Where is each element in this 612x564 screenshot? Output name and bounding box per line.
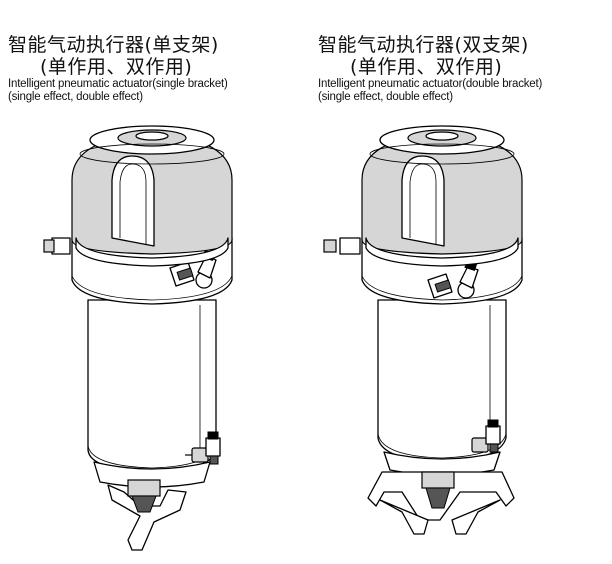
subtitle-zh: (单作用、双作用): [350, 56, 503, 78]
right-fittings: [427, 259, 479, 299]
housing-window: [401, 155, 445, 247]
subtitle-en: (single effect, double effect): [8, 91, 143, 103]
cylinder-body: [87, 299, 217, 473]
bottom-fitting: [471, 437, 489, 453]
housing-window: [111, 155, 155, 247]
subtitle-en: (single effect, double effect): [318, 91, 453, 103]
coupling: [127, 479, 161, 497]
title-en: Intelligent pneumatic actuator(single br…: [8, 78, 228, 90]
caption-single-bracket: 智能气动执行器(单支架) (单作用、双作用) Intelligent pneum…: [8, 34, 308, 104]
actuator-single-bracket-drawing: [20, 120, 270, 560]
left-fitting: [51, 237, 71, 255]
bottom-flange: [93, 461, 211, 488]
actuator-double-bracket-drawing: [310, 120, 560, 560]
title-zh: 智能气动执行器(双支架): [318, 34, 529, 56]
subtitle-zh: (单作用、双作用): [40, 56, 193, 78]
coupling: [421, 471, 455, 489]
title-en: Intelligent pneumatic actuator(double br…: [318, 78, 543, 90]
left-fitting: [339, 237, 361, 255]
caption-double-bracket: 智能气动执行器(双支架) (单作用、双作用) Intelligent pneum…: [318, 34, 610, 104]
title-zh: 智能气动执行器(单支架): [8, 34, 219, 56]
